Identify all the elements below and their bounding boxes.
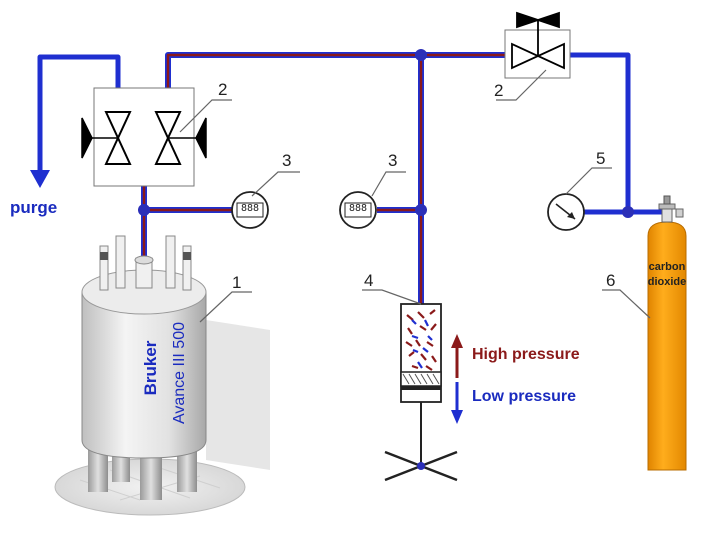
needle-valve-icon [154, 111, 207, 165]
callout-leaders [179, 69, 651, 323]
down-arrow-icon [451, 410, 463, 424]
callout-4: 4 [364, 271, 374, 290]
nmr-magnet-icon [54, 235, 270, 516]
purge-line [37, 54, 121, 172]
valve-block-left [81, 87, 207, 187]
pressure-arrows [451, 334, 463, 424]
junction-dot [415, 49, 427, 61]
digital-pressure-meter-icon [339, 191, 377, 229]
purge-label: purge [10, 198, 58, 217]
junctions [138, 49, 634, 218]
meter-display-left: 888 [240, 203, 260, 214]
magnet-model-label: Avance III 500 [171, 322, 188, 424]
low-pressure-label: Low pressure [472, 388, 577, 405]
magnet-brand-label: Bruker [141, 340, 160, 396]
needle-valve-icon [511, 11, 565, 70]
piston-pump-icon [384, 303, 458, 482]
valve-block-right [504, 11, 571, 79]
pressure-gauge-icon [547, 193, 585, 231]
callout-6: 6 [606, 271, 616, 290]
callout-2-left: 2 [218, 80, 228, 99]
digital-pressure-meter-icon [231, 191, 269, 229]
cylinder-line [570, 52, 664, 215]
callout-3-left: 3 [282, 151, 292, 170]
needle-valve-icon [81, 111, 132, 165]
callout-1: 1 [232, 273, 242, 292]
gas-cylinder-icon [647, 195, 687, 471]
high-pressure-label: High pressure [472, 346, 580, 363]
junction-dot [415, 204, 427, 216]
meter-display-right: 888 [348, 203, 368, 214]
purge-arrow-icon [30, 170, 50, 188]
cylinder-label-line2: dioxide [647, 276, 687, 288]
up-arrow-icon [451, 334, 463, 348]
junction-dot [138, 204, 150, 216]
callout-3-right: 3 [388, 151, 398, 170]
callout-2-right: 2 [494, 81, 504, 100]
gas-particles [405, 309, 437, 371]
callout-5: 5 [596, 149, 606, 168]
junction-dot [622, 206, 634, 218]
cylinder-label-line1: carbon [648, 261, 686, 273]
